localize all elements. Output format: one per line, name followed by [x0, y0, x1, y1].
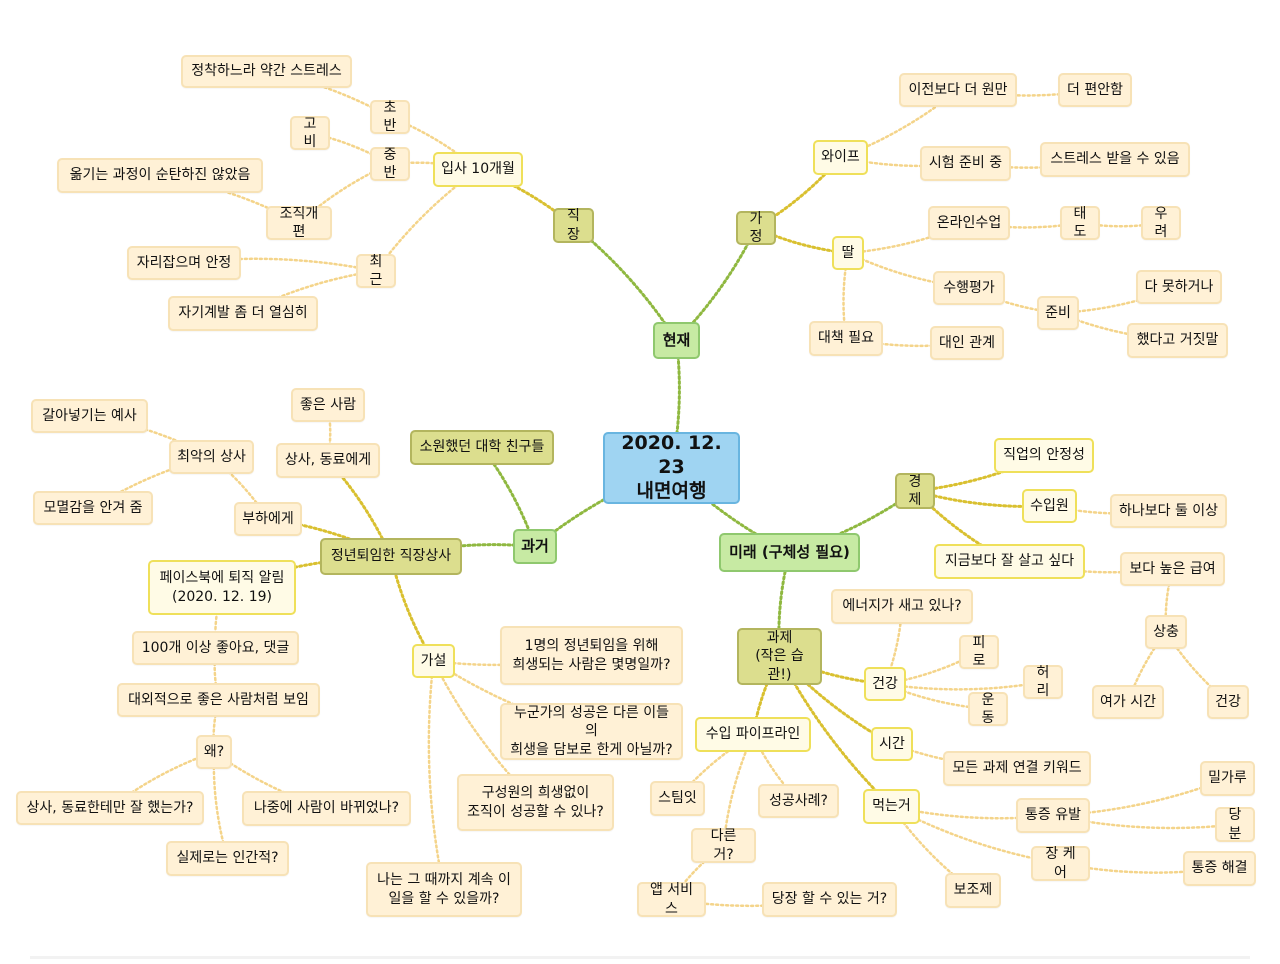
node-wife1a[interactable]: 더 편안함 [1058, 73, 1132, 107]
node-selfdev[interactable]: 자기계발 좀 더 열심히 [168, 296, 318, 331]
node-flour[interactable]: 밀가루 [1200, 761, 1255, 796]
link-hypo-hypo4 [427, 659, 446, 891]
node-now_do[interactable]: 당장 할 수 있는 거? [762, 882, 897, 917]
node-spare[interactable]: 여가 시간 [1092, 685, 1164, 719]
node-task[interactable]: 과제 (작은 습관!) [737, 628, 822, 685]
node-hypo2[interactable]: 누군가의 성공은 다른 이들의 희생을 담보로 한게 아닐까? [500, 703, 683, 760]
node-recent[interactable]: 최근 [356, 254, 396, 288]
node-other[interactable]: 다른 거? [691, 828, 756, 863]
node-likes[interactable]: 100개 이상 좋아요, 댓글 [132, 631, 299, 665]
node-home[interactable]: 가정 [736, 211, 776, 245]
node-better[interactable]: 지금보다 잘 살고 싶다 [934, 544, 1085, 579]
node-worst1[interactable]: 갈아넣기는 예사 [31, 399, 148, 433]
node-good[interactable]: 좋은 사람 [291, 388, 365, 422]
node-boss[interactable]: 정년퇴임한 직장상사 [320, 538, 462, 575]
node-wife[interactable]: 와이프 [813, 140, 868, 175]
node-stable[interactable]: 직업의 안정성 [994, 438, 1094, 473]
node-prep2[interactable]: 했다고 거짓말 [1127, 323, 1228, 358]
node-econ[interactable]: 경제 [895, 473, 935, 509]
node-relief[interactable]: 통증 해결 [1183, 851, 1256, 886]
node-stress1[interactable]: 정착하느라 약간 스트레스 [181, 55, 352, 88]
node-topeers[interactable]: 상사, 동료에게 [276, 443, 380, 478]
node-health[interactable]: 건강 [864, 667, 906, 701]
node-wife2a[interactable]: 스트레스 받을 수 있음 [1040, 142, 1190, 177]
node-hypo1[interactable]: 1명의 정년퇴임을 위해 희생되는 사람은 몇명일까? [500, 626, 683, 685]
node-why2[interactable]: 나중에 사람이 바뀌었나? [242, 791, 411, 826]
node-wife2[interactable]: 시험 준비 중 [920, 146, 1011, 181]
node-hypo4[interactable]: 나는 그 때까지 계속 이 일을 할 수 있을까? [366, 862, 522, 917]
node-waist[interactable]: 허리 [1023, 665, 1063, 699]
node-mid[interactable]: 중반 [370, 147, 410, 181]
node-food[interactable]: 먹는거 [863, 789, 920, 824]
node-income1[interactable]: 하나보다 둘 이상 [1110, 494, 1227, 528]
node-supp[interactable]: 보조제 [945, 873, 1001, 908]
node-prep[interactable]: 준비 [1037, 296, 1079, 330]
node-join[interactable]: 입사 10개월 [433, 152, 523, 187]
node-why1[interactable]: 상사, 동료한테만 잘 했는가? [16, 791, 204, 825]
node-daughter[interactable]: 딸 [832, 236, 864, 270]
node-time[interactable]: 시간 [871, 727, 913, 761]
node-hypo3[interactable]: 구성원의 희생없이 조직이 성공할 수 있나? [457, 774, 614, 831]
node-plan[interactable]: 대책 필요 [809, 321, 883, 356]
node-gobi[interactable]: 고비 [290, 116, 330, 150]
node-fb[interactable]: 페이스북에 퇴직 알림 (2020. 12. 19) [148, 560, 296, 615]
node-gut[interactable]: 장 케어 [1031, 846, 1090, 881]
node-move[interactable]: 옮기는 과정이 순탄하진 않았음 [57, 158, 263, 193]
node-relation[interactable]: 대인 관계 [930, 326, 1004, 360]
node-energy[interactable]: 에너지가 새고 있나? [831, 589, 973, 624]
node-attitude[interactable]: 태도 [1060, 206, 1100, 240]
node-worry[interactable]: 우려 [1141, 206, 1181, 240]
node-future[interactable]: 미래 (구체성 필요) [719, 533, 860, 572]
node-friends[interactable]: 소원했던 대학 친구들 [410, 430, 554, 465]
node-pay[interactable]: 보다 높은 급여 [1120, 552, 1225, 586]
node-prep1[interactable]: 다 못하거나 [1136, 270, 1222, 304]
node-why[interactable]: 왜? [196, 735, 232, 769]
node-exercise[interactable]: 운동 [968, 692, 1008, 726]
node-worst2[interactable]: 모멸감을 안겨 줌 [33, 491, 153, 525]
bottom-divider [30, 956, 1250, 959]
node-root[interactable]: 2020. 12. 23 내면여행 [603, 432, 740, 504]
link-health-waist [883, 680, 1045, 691]
node-settle[interactable]: 자리잡으며 안정 [127, 246, 241, 280]
node-wife1[interactable]: 이전보다 더 원만 [899, 73, 1017, 107]
node-pipeline[interactable]: 수입 파이프라인 [695, 717, 811, 752]
node-worstboss[interactable]: 최악의 상사 [169, 440, 254, 474]
node-online[interactable]: 온라인수업 [928, 206, 1010, 240]
node-cases[interactable]: 성공사례? [758, 784, 839, 818]
node-past[interactable]: 과거 [513, 529, 557, 564]
node-steemit[interactable]: 스팀잇 [650, 781, 705, 816]
node-health2[interactable]: 건강 [1207, 685, 1249, 719]
node-why3[interactable]: 실제로는 인간적? [166, 841, 289, 876]
node-income[interactable]: 수입원 [1022, 489, 1077, 523]
node-keyword[interactable]: 모든 과제 연결 키워드 [943, 751, 1091, 786]
node-tired[interactable]: 피로 [959, 635, 999, 669]
node-tosub[interactable]: 부하에게 [234, 502, 302, 536]
node-work[interactable]: 직장 [553, 208, 594, 243]
node-conflict[interactable]: 상충 [1145, 615, 1187, 649]
node-early[interactable]: 초반 [370, 100, 410, 134]
node-pain[interactable]: 통증 유발 [1016, 798, 1090, 833]
node-seem[interactable]: 대외적으로 좋은 사람처럼 보임 [117, 683, 320, 717]
node-now[interactable]: 현재 [653, 322, 700, 359]
node-app[interactable]: 앱 서비스 [637, 882, 706, 917]
node-sugar[interactable]: 당분 [1215, 807, 1255, 842]
node-perf[interactable]: 수행평가 [933, 271, 1005, 305]
node-hypo[interactable]: 가설 [412, 644, 455, 678]
node-reorg[interactable]: 조직개편 [266, 206, 332, 240]
